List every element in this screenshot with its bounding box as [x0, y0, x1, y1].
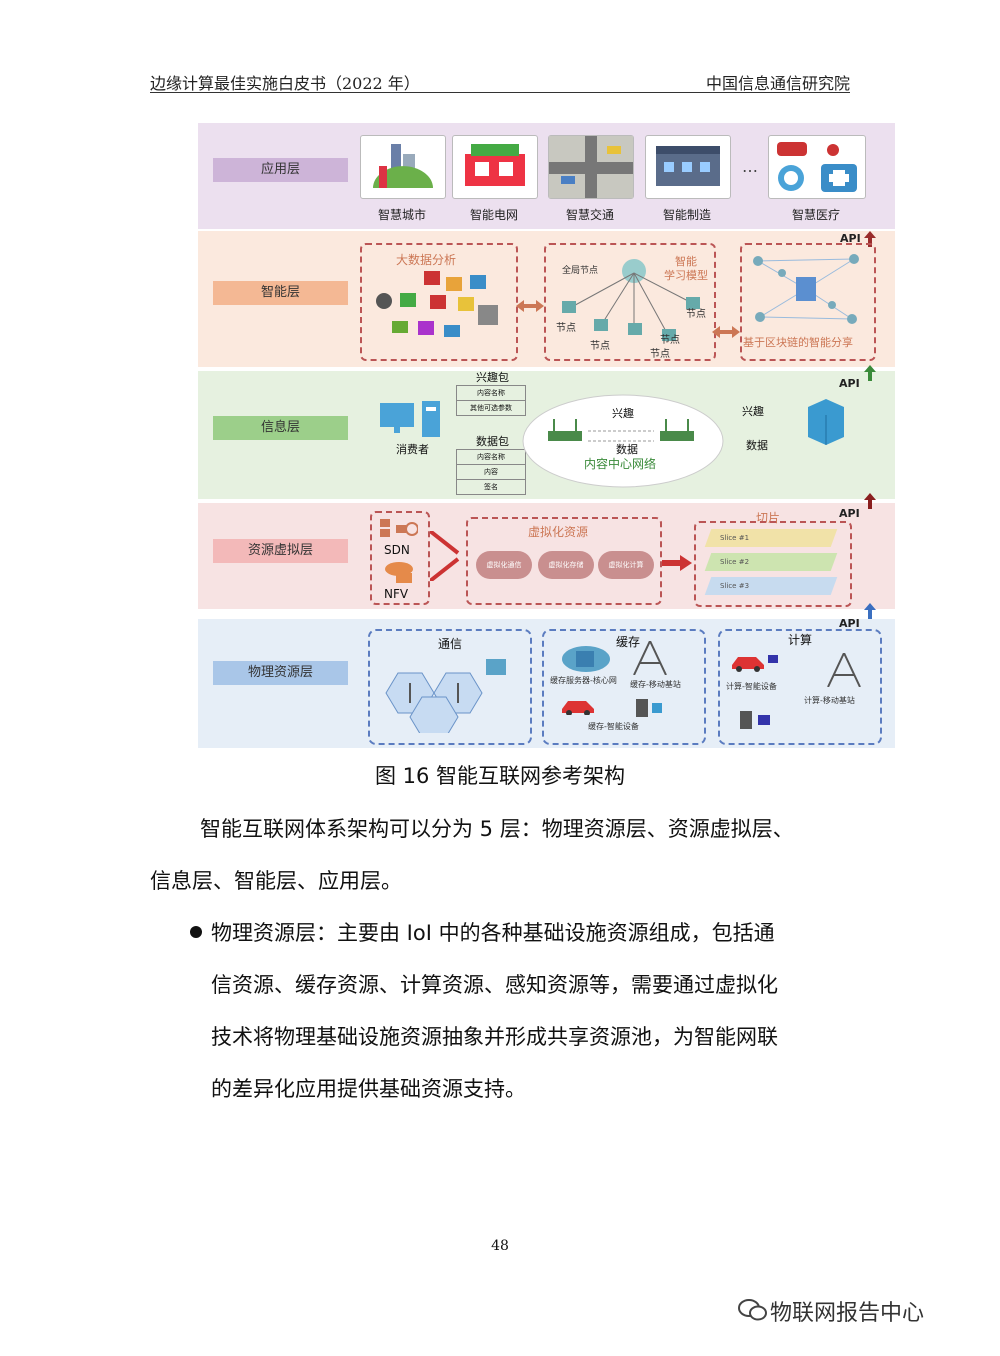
paragraph-line-2: 信息层、智能层、应用层。	[150, 868, 402, 894]
data-packet-table: 内容名称 内容 签名	[456, 449, 526, 495]
right-arrow-icon	[662, 555, 692, 575]
converge-arrows-icon	[430, 531, 462, 585]
bullet-line-2: 信资源、缓存资源、计算资源、感知资源等，需要通过虚拟化	[211, 972, 778, 998]
up-arrow-icon	[864, 493, 876, 513]
smart-traffic-icon	[548, 135, 634, 199]
wechat-icon	[738, 1298, 768, 1326]
cache-server-label: 缓存服务器-核心网	[550, 675, 617, 686]
app-label-1: 智能电网	[452, 206, 536, 223]
node-label-2: 节点	[590, 337, 610, 352]
sdn-label: SDN	[384, 543, 410, 557]
interest-label-1: 兴趣	[612, 405, 634, 421]
app-label-3: 智能制造	[645, 206, 729, 223]
blockchain-network-icon	[748, 251, 864, 327]
node-label-4: 节点	[650, 345, 670, 360]
nfv-label: NFV	[384, 587, 408, 601]
compute-label: 计算	[788, 631, 812, 648]
app-label-0: 智慧城市	[360, 206, 444, 223]
interest-content-name: 内容名称	[456, 385, 526, 401]
bigdata-label: 大数据分析	[396, 251, 456, 268]
sdn-icon	[380, 517, 418, 543]
up-arrow-icon	[864, 365, 876, 385]
architecture-figure: 应用层 … 智慧城市 智能电网 智慧交通 智能制造 智慧医疗 API 智能层 大…	[198, 123, 895, 748]
virtual-compute-cloud: 虚拟化计算	[598, 551, 654, 579]
consumer-icon	[380, 401, 450, 445]
slice-2-label: Slice #2	[720, 558, 749, 566]
double-arrow-icon	[516, 297, 544, 316]
node-label-5: 节点	[686, 305, 706, 320]
intelligence-layer-label: 智能层	[213, 281, 348, 305]
cache-bs-label: 缓存-移动基站	[630, 679, 681, 690]
data-content-name: 内容名称	[456, 449, 526, 465]
cell-tower-icon	[820, 653, 868, 691]
node-label-3: 节点	[660, 331, 680, 346]
figure-caption: 图 16 智能互联网参考架构	[0, 760, 1000, 790]
interest-packet-table: 内容名称 其他可选参数	[456, 385, 526, 416]
page-number: 48	[0, 1238, 1000, 1254]
cloud-server-icon	[560, 641, 612, 677]
up-arrow-icon	[864, 603, 876, 623]
ccn-cloud	[518, 383, 728, 493]
running-header-title: 边缘计算最佳实施白皮书（2022 年）	[150, 70, 420, 94]
api-label: API	[839, 507, 860, 520]
cell-tower-icon	[626, 641, 674, 679]
data-packet-label: 数据包	[476, 433, 509, 449]
smart-grid-icon	[452, 135, 538, 199]
bullet-line-1: 物理资源层：主要由 IoI 中的各种基础设施资源组成，包括通	[211, 920, 775, 946]
data-signature: 签名	[456, 480, 526, 495]
bullet-line-4: 的差异化应用提供基础资源支持。	[211, 1076, 526, 1102]
model-graph	[544, 243, 712, 357]
smart-medical-icon	[768, 135, 866, 199]
slice-3-label: Slice #3	[720, 582, 749, 590]
slice-1-label: Slice #1	[720, 534, 749, 542]
app-label-4: 智慧医疗	[768, 206, 864, 223]
comm-cells-icon	[376, 653, 516, 733]
physical-layer: API 物理资源层 通信 缓存 缓存服务器-核心网 缓存-移动基站 缓存-智能设…	[198, 619, 895, 748]
node-label-1: 节点	[556, 319, 576, 334]
blockchain-label: 基于区块链的智能分享	[743, 334, 853, 350]
app-label-2: 智慧交通	[548, 206, 632, 223]
virtual-comm-cloud: 虚拟化通信	[476, 551, 532, 579]
cache-dev-label: 缓存-智能设备	[588, 721, 639, 732]
header-rule	[150, 92, 850, 93]
comm-label: 通信	[438, 635, 462, 652]
watermark-text: 物联网报告中心	[770, 1295, 924, 1327]
intelligence-layer: API 智能层 大数据分析 全局节点 智能 学习模型 节点 节点 节点 节点 节…	[198, 231, 895, 367]
interest-label-2: 兴趣	[742, 403, 764, 419]
interest-packet-label: 兴趣包	[476, 369, 509, 385]
virtual-storage-cloud: 虚拟化存储	[538, 551, 594, 579]
information-layer: API 信息层 消费者 兴趣包 内容名称 其他可选参数 数据包 内容名称 内容 …	[198, 371, 895, 499]
compute-dev-label: 计算-智能设备	[726, 681, 777, 692]
application-layer: 应用层 … 智慧城市 智能电网 智慧交通 智能制造 智慧医疗	[198, 123, 895, 229]
resource-virtual-layer-label: 资源虚拟层	[213, 539, 348, 563]
phone-icon	[634, 697, 664, 723]
bullet-line-3: 技术将物理基础设施资源抽象并形成共享资源池，为智能网联	[211, 1024, 778, 1050]
consumer-label: 消费者	[396, 441, 429, 457]
running-header-org: 中国信息通信研究院	[706, 70, 850, 94]
physical-layer-label: 物理资源层	[213, 661, 348, 685]
server-icon	[804, 397, 848, 449]
information-layer-label: 信息层	[213, 416, 348, 440]
compute-bs-label: 计算-移动基站	[804, 695, 855, 706]
api-label: API	[839, 377, 860, 390]
smart-city-icon	[360, 135, 446, 199]
car-icon	[560, 697, 596, 719]
application-layer-label: 应用层	[213, 158, 348, 182]
paragraph-line-1: 智能互联网体系架构可以分为 5 层：物理资源层、资源虚拟层、	[200, 816, 794, 842]
resource-virtual-layer: API 资源虚拟层 SDN NFV 虚拟化资源 虚拟化通信 虚拟化存储 虚拟化计…	[198, 503, 895, 609]
app-ellipsis: …	[742, 157, 758, 176]
data-label-2: 数据	[746, 437, 768, 453]
nfv-icon	[382, 561, 416, 589]
virtual-resource-label: 虚拟化资源	[528, 523, 588, 540]
data-content: 内容	[456, 465, 526, 480]
double-arrow-icon	[712, 323, 740, 342]
car-icon	[730, 653, 780, 677]
device-icon	[738, 709, 774, 735]
bullet-dot-icon	[190, 926, 202, 938]
ccn-label: 内容中心网络	[584, 455, 656, 472]
smart-manufacturing-icon	[645, 135, 731, 199]
interest-other-params: 其他可选参数	[456, 401, 526, 416]
bigdata-icons	[374, 271, 504, 355]
